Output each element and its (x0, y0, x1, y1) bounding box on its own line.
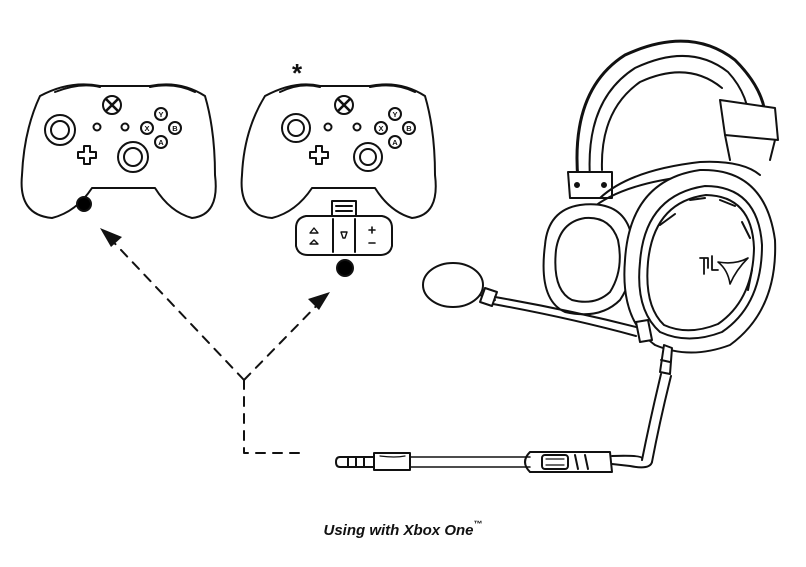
btn-y-right: Y (392, 110, 397, 119)
btn-x-left: X (144, 124, 149, 133)
headset-icon (422, 39, 779, 463)
caption: Using with Xbox One™ (0, 519, 806, 539)
controller-left-jack (76, 196, 92, 212)
controller-right-icon (240, 83, 437, 219)
headset-adapter-icon (295, 200, 393, 277)
caption-text: Using with Xbox One (323, 522, 474, 539)
btn-y-left: Y (158, 110, 163, 119)
dashed-arrow-icon (103, 231, 327, 454)
btn-a-right: A (392, 138, 398, 147)
asterisk: * (292, 58, 303, 88)
audio-jack-icon (335, 451, 653, 473)
btn-b-left: B (172, 124, 178, 133)
btn-b-right: B (406, 124, 412, 133)
trademark-symbol: ™ (473, 519, 483, 529)
btn-x-right: X (378, 124, 383, 133)
btn-a-left: A (158, 138, 164, 147)
controller-left-icon (20, 83, 217, 219)
adapter-jack (336, 259, 354, 277)
